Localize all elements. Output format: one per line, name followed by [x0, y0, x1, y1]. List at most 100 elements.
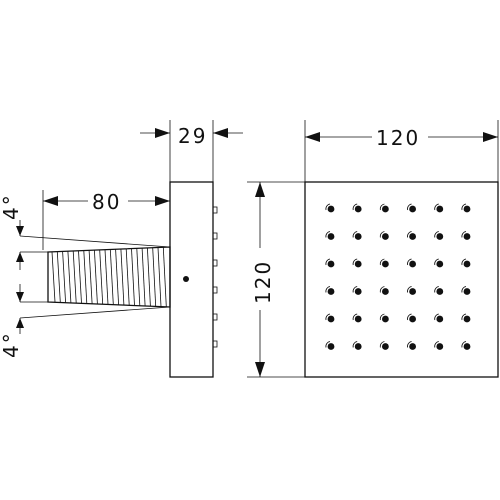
thread-line — [56, 251, 61, 303]
thread-line — [94, 250, 98, 304]
nozzle-dot — [382, 315, 389, 323]
nozzle-ring — [461, 258, 467, 266]
thread-line — [115, 249, 119, 305]
nozzle-dot — [354, 343, 362, 350]
nozzle-dot — [409, 288, 416, 295]
side-nozzle — [212, 259, 218, 267]
thread-line — [51, 251, 56, 303]
thread-line — [125, 248, 130, 306]
nozzle-ring — [325, 203, 331, 211]
nozzle-ring — [379, 286, 385, 293]
nozzle-dot — [463, 343, 471, 350]
nozzle-ring — [407, 203, 412, 211]
thread-line — [109, 249, 114, 305]
dim-label-29: 29 — [178, 124, 207, 148]
nozzle-dot — [354, 315, 362, 323]
nozzle-ring — [379, 341, 385, 348]
thread-line — [162, 247, 167, 307]
nozzle-dot — [409, 205, 416, 213]
thread-line — [67, 251, 72, 303]
nozzle-ring — [434, 341, 439, 348]
dim-label-120-width: 120 — [376, 126, 420, 150]
side-nozzle — [212, 206, 218, 214]
nozzle-dot — [436, 343, 444, 350]
nozzle-ring — [379, 231, 385, 238]
side-nozzles — [212, 206, 218, 348]
thread-line — [131, 248, 135, 306]
nozzle-ring — [434, 313, 439, 321]
thread-line — [120, 248, 125, 306]
nozzle-ring — [407, 341, 412, 348]
angle-line-bottom — [19, 306, 171, 319]
nozzle-ring — [434, 203, 439, 211]
nozzle-dot — [382, 205, 389, 213]
nozzle-ring — [434, 258, 439, 266]
nozzle-ring — [325, 258, 331, 266]
angle-line-top — [19, 235, 171, 248]
side-nozzle — [212, 313, 218, 321]
nozzle-ring — [352, 258, 358, 266]
nozzle-dot — [463, 315, 471, 323]
nozzle-ring — [352, 286, 358, 293]
center-mark — [183, 276, 189, 282]
nozzle-dot — [463, 288, 471, 295]
thread-line — [157, 247, 162, 307]
thread-line — [99, 249, 104, 305]
thread-line — [141, 248, 146, 306]
nozzle-dot — [463, 233, 471, 240]
nozzle-dot — [354, 260, 362, 268]
side-nozzle — [212, 286, 218, 294]
nozzle-ring — [434, 231, 439, 238]
nozzle-dot — [327, 260, 335, 268]
nozzle-ring — [352, 231, 358, 238]
nozzle-ring — [434, 286, 439, 293]
side-view-body — [169, 181, 214, 378]
thread-line — [62, 251, 66, 303]
thread-line — [72, 250, 77, 304]
nozzle-ring — [325, 286, 331, 293]
nozzle-dot — [436, 315, 444, 323]
nozzle-ring — [325, 231, 331, 238]
threaded-arm — [47, 246, 171, 308]
nozzle-dot — [436, 233, 444, 240]
side-nozzle — [212, 340, 218, 348]
thread-line — [78, 250, 82, 304]
nozzle-grid — [325, 203, 471, 350]
dim-label-80: 80 — [92, 190, 121, 214]
nozzle-dot — [409, 315, 416, 323]
nozzle-ring — [407, 313, 412, 321]
thread-line — [152, 247, 157, 307]
nozzle-dot — [409, 260, 416, 268]
nozzle-dot — [409, 343, 416, 350]
nozzle-dot — [354, 233, 362, 240]
nozzle-dot — [436, 260, 444, 268]
thread-line — [136, 248, 141, 306]
nozzle-ring — [461, 313, 467, 321]
nozzle-dot — [327, 233, 335, 240]
nozzle-ring — [379, 313, 385, 321]
nozzle-ring — [407, 286, 412, 293]
nozzle-dot — [382, 343, 389, 350]
thread-line — [147, 247, 151, 307]
nozzle-dot — [463, 260, 471, 268]
nozzle-ring — [461, 231, 467, 238]
thread-line — [104, 249, 109, 305]
nozzle-ring — [352, 341, 358, 348]
nozzle-ring — [407, 258, 412, 266]
nozzle-ring — [461, 286, 467, 293]
nozzle-dot — [382, 233, 389, 240]
nozzle-dot — [327, 205, 335, 213]
nozzle-ring — [352, 203, 358, 211]
nozzle-dot — [327, 343, 335, 350]
angle-label-bottom: 4° — [0, 331, 23, 358]
thread-line — [83, 250, 88, 304]
nozzle-dot — [354, 288, 362, 295]
nozzle-ring — [379, 258, 385, 266]
nozzle-ring — [325, 341, 331, 348]
nozzle-dot — [382, 288, 389, 295]
nozzle-dot — [409, 233, 416, 240]
front-view-plate — [304, 181, 499, 378]
nozzle-ring — [352, 313, 358, 321]
